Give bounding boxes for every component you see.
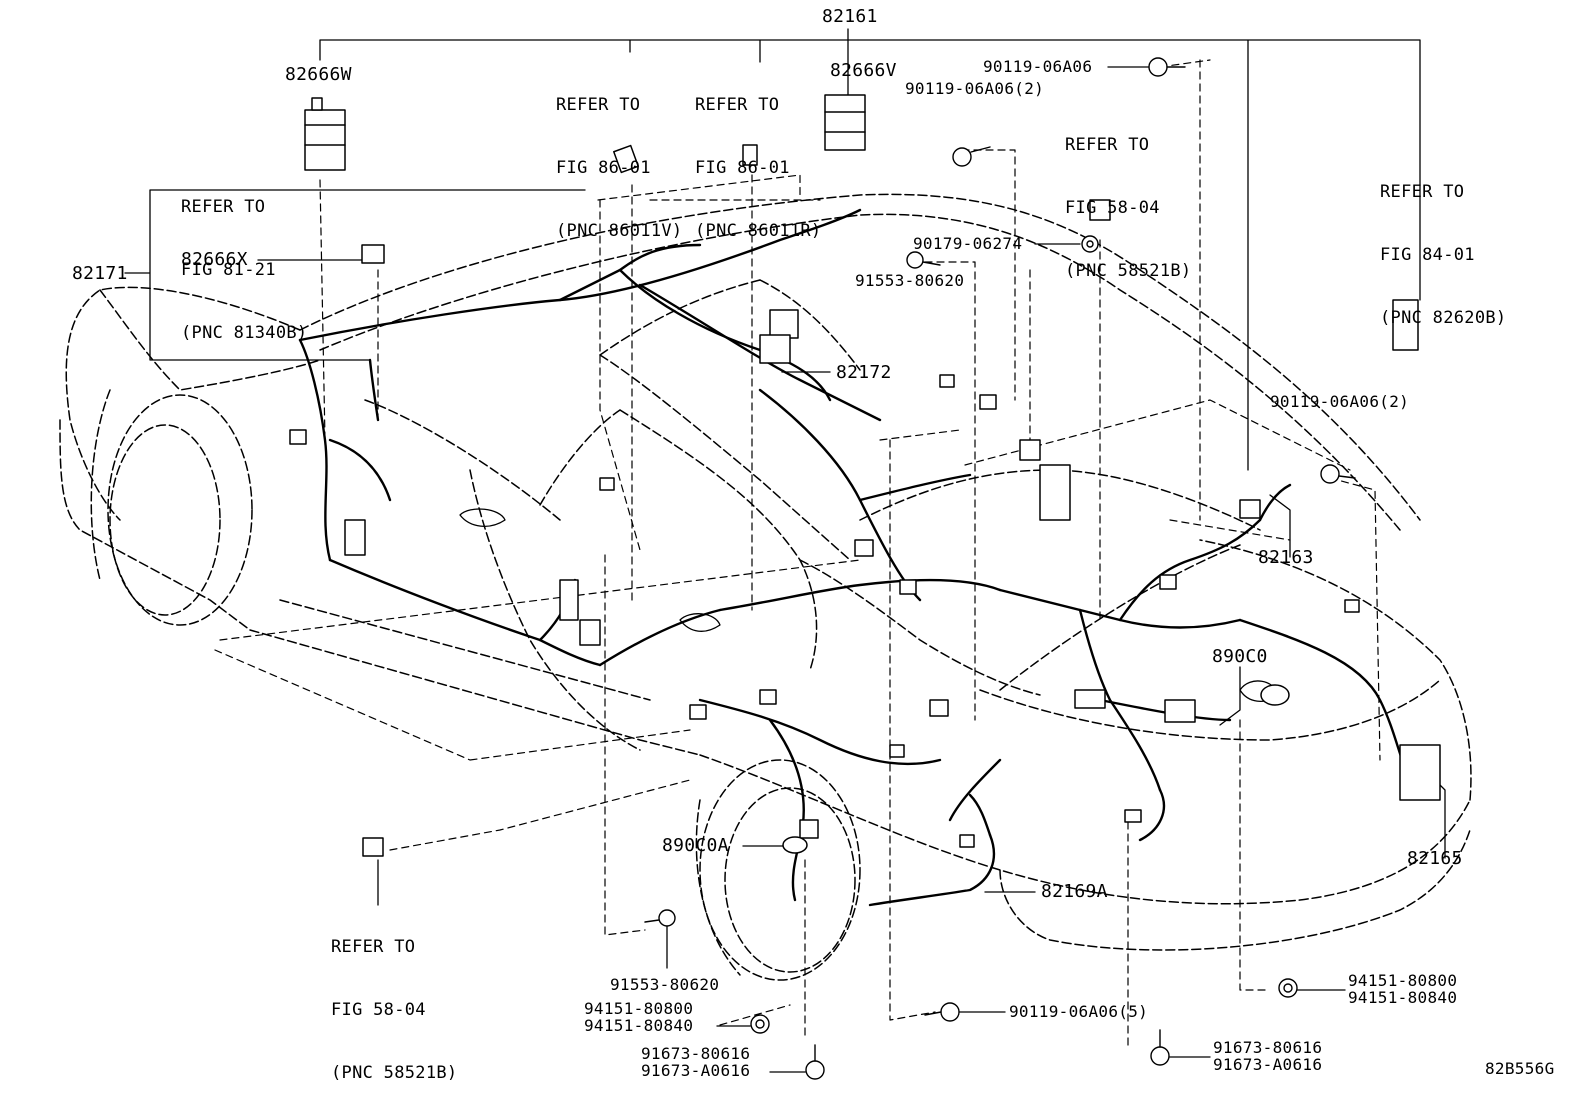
part-90119-5: 90119-06A06(5): [1009, 1002, 1149, 1021]
dashed-lines: [214, 59, 1381, 1046]
diagram-id: 82B556G: [1485, 1059, 1555, 1078]
part-890c0a: 890C0A: [662, 835, 729, 856]
car-body: [59, 193, 1472, 951]
ref-86011r-line1: REFER TO: [695, 95, 780, 115]
ref-58521b-bottom-line1: REFER TO: [331, 937, 416, 957]
part-91553-bottom: 91553-80620: [610, 975, 720, 994]
ref-82620b-line1: REFER TO: [1380, 182, 1465, 202]
ref-86011v: REFER TO FIG 86-01 (PNC 86011V): [556, 53, 682, 263]
leader-lines: [124, 28, 1446, 1073]
part-90119-2-left: 90119-06A06(2): [905, 79, 1045, 98]
part-91673-right-1: 91673-80616: [1213, 1038, 1323, 1057]
part-82171: 82171: [72, 263, 128, 284]
ref-81340b: REFER TO FIG 81-21 (PNC 81340B): [181, 155, 307, 365]
part-82165: 82165: [1407, 848, 1463, 869]
ref-86011r: REFER TO FIG 86-01 (PNC 86011R): [695, 53, 821, 263]
ref-58521b-bottom: REFER TO FIG 58-04 (PNC 58521B): [331, 895, 457, 1105]
ref-86011v-line2: FIG 86-01: [556, 158, 651, 178]
part-82163: 82163: [1258, 547, 1314, 568]
fasteners: [644, 57, 1356, 1080]
part-82666x: 82666X: [181, 249, 248, 270]
ref-58521b-top: REFER TO FIG 58-04 (PNC 58521B): [1065, 93, 1191, 303]
part-91673-right-2: 91673-A0616: [1213, 1055, 1323, 1074]
part-82161: 82161: [822, 6, 878, 27]
ref-82620b-line3: (PNC 82620B): [1380, 308, 1507, 328]
ref-82620b: REFER TO FIG 84-01 (PNC 82620B): [1380, 140, 1506, 350]
ref-81340b-line3: (PNC 81340B): [181, 323, 308, 343]
part-91673-left-2: 91673-A0616: [641, 1061, 751, 1080]
part-82666v: 82666V: [830, 60, 897, 81]
ref-58521b-top-line1: REFER TO: [1065, 135, 1150, 155]
part-94151-right-2: 94151-80840: [1348, 988, 1458, 1007]
ref-81340b-line1: REFER TO: [181, 197, 266, 217]
part-94151-left-1: 94151-80800: [584, 999, 694, 1018]
ref-58521b-top-line3: (PNC 58521B): [1065, 261, 1192, 281]
ref-58521b-top-line2: FIG 58-04: [1065, 198, 1160, 218]
part-91553-top: 91553-80620: [855, 271, 965, 290]
ref-86011v-line3: (PNC 86011V): [556, 221, 683, 241]
wheels: [90, 389, 861, 981]
wire-harness: [298, 208, 1412, 907]
part-91673-left-1: 91673-80616: [641, 1044, 751, 1063]
part-94151-left-2: 94151-80840: [584, 1016, 694, 1035]
part-90119-2-right: 90119-06A06(2): [1270, 392, 1410, 411]
ref-86011r-line2: FIG 86-01: [695, 158, 790, 178]
part-890c0: 890C0: [1212, 646, 1268, 667]
part-82172: 82172: [836, 362, 892, 383]
ref-58521b-bottom-line3: (PNC 58521B): [331, 1063, 458, 1083]
connectors: [289, 94, 1441, 857]
ref-86011v-line1: REFER TO: [556, 95, 641, 115]
part-82666w: 82666W: [285, 64, 352, 85]
door-handles: [459, 508, 1279, 702]
part-90119-top: 90119-06A06: [983, 57, 1093, 76]
ref-86011r-line3: (PNC 86011R): [695, 221, 822, 241]
part-90179: 90179-06274: [913, 234, 1023, 253]
ref-82620b-line2: FIG 84-01: [1380, 245, 1475, 265]
part-94151-right-1: 94151-80800: [1348, 971, 1458, 990]
ref-81340b-line2: FIG 81-21: [181, 260, 276, 280]
ref-58521b-bottom-line2: FIG 58-04: [331, 1000, 426, 1020]
part-82169a: 82169A: [1041, 881, 1108, 902]
